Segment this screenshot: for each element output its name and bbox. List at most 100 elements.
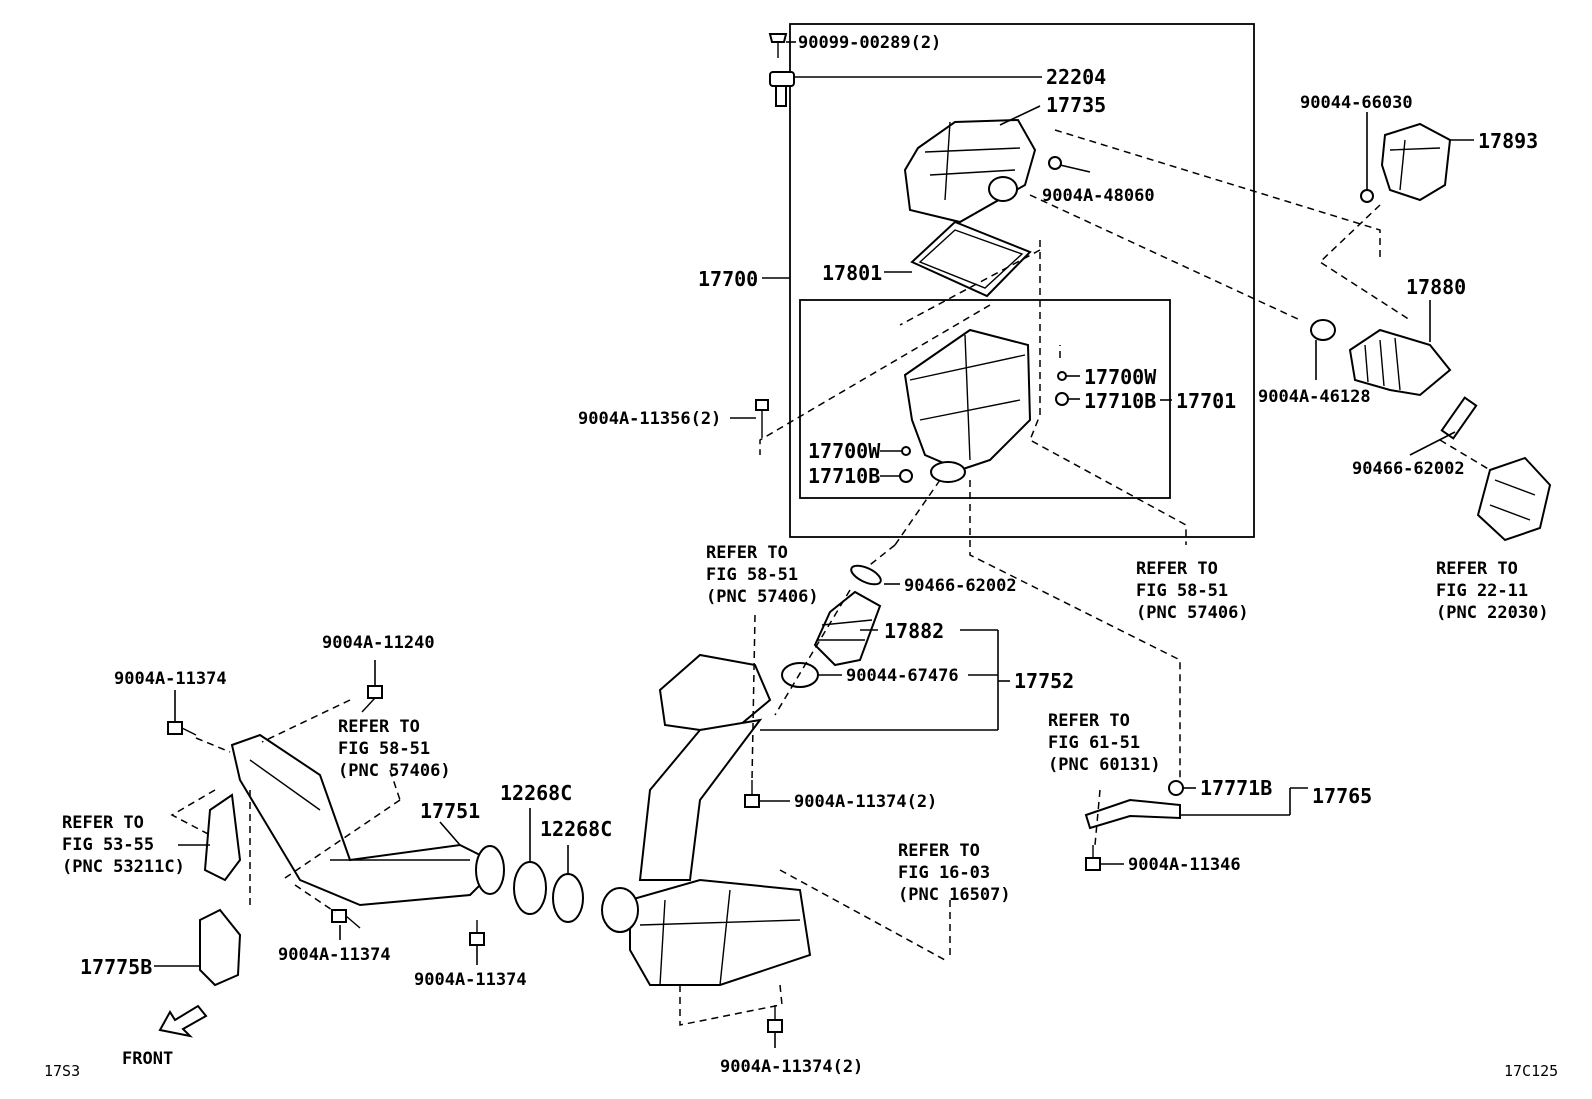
intake-hose-icon [813, 590, 882, 667]
label-90044-66030: 90044-66030 [1300, 93, 1413, 113]
svg-text:REFER TO: REFER TO [1436, 559, 1518, 579]
label-17700W-left: 17700W [808, 439, 881, 463]
label-17893: 17893 [1478, 129, 1538, 153]
air-cleaner-case-icon [903, 328, 1032, 483]
intake-pipe-icon [230, 733, 505, 907]
label-9004A-11374-2-center: 9004A-11374(2) [794, 792, 937, 812]
label-17710B-right: 17710B [1084, 389, 1156, 413]
air-cleaner-cap-icon [903, 118, 1037, 224]
bracket-icon [199, 908, 242, 987]
label-90466-62002-center: 90466-62002 [904, 576, 1017, 596]
grommet-icon [899, 469, 913, 483]
screw-icon [768, 33, 788, 58]
refer-note-3: REFER TO FIG 22-11 (PNC 22030) [1436, 559, 1549, 623]
svg-text:REFER TO: REFER TO [338, 717, 420, 737]
corner-code-left: 17S3 [44, 1062, 80, 1080]
label-17751: 17751 [420, 799, 480, 823]
front-arrow-icon [158, 1004, 208, 1038]
svg-text:FIG 58-51: FIG 58-51 [338, 739, 430, 759]
label-22204: 22204 [1046, 65, 1106, 89]
svg-text:(PNC 57406): (PNC 57406) [706, 587, 819, 607]
label-17765: 17765 [1312, 784, 1372, 808]
refer-note-1: REFER TO FIG 58-51 (PNC 57406) [706, 543, 819, 607]
bolt-icon [469, 920, 485, 946]
bolt-icon [331, 909, 361, 929]
label-9004A-46128: 9004A-46128 [1258, 387, 1371, 407]
refer-note-5: REFER TO FIG 61-51 (PNC 60131) [1048, 711, 1161, 775]
hose-clamp-icon [1310, 319, 1336, 341]
refer-note-6: REFER TO FIG 53-55 (PNC 53211C) [62, 813, 185, 877]
svg-text:REFER TO: REFER TO [1048, 711, 1130, 731]
svg-text:FIG 16-03: FIG 16-03 [898, 863, 990, 883]
svg-text:FIG 61-51: FIG 61-51 [1048, 733, 1140, 753]
label-9004A-11346: 9004A-11346 [1128, 855, 1241, 875]
refer-note-4: REFER TO FIG 58-51 (PNC 57406) [338, 717, 451, 781]
svg-text:(PNC 57406): (PNC 57406) [338, 761, 451, 781]
alignment-lines [170, 129, 1491, 1026]
gasket-icon [850, 564, 882, 586]
bolt-icon [1085, 845, 1101, 871]
intake-hose-icon [1348, 328, 1452, 397]
hose-clamp-icon [552, 873, 584, 923]
label-90466-62002-right: 90466-62002 [1352, 459, 1465, 479]
label-9004A-11374-lower: 9004A-11374 [278, 945, 391, 965]
hose-clamp-icon [513, 861, 547, 915]
svg-text:REFER TO: REFER TO [1136, 559, 1218, 579]
label-17700: 17700 [698, 267, 758, 291]
svg-text:FIG 58-51: FIG 58-51 [1136, 581, 1228, 601]
label-17880: 17880 [1406, 275, 1466, 299]
label-12268C-right: 12268C [540, 817, 612, 841]
bracket-icon [1084, 798, 1181, 830]
bolt-icon [767, 1005, 783, 1033]
refer-note-2: REFER TO FIG 58-51 (PNC 57406) [1136, 559, 1249, 623]
label-90044-67476: 90044-67476 [846, 666, 959, 686]
label-9004A-11356: 9004A-11356(2) [578, 409, 721, 429]
svg-text:(PNC 57406): (PNC 57406) [1136, 603, 1249, 623]
cover-icon [1380, 122, 1452, 202]
intake-duct-icon [601, 653, 812, 986]
air-filter-element-icon [910, 220, 1032, 298]
bolt-icon [167, 721, 197, 736]
corner-code-right: 17C125 [1504, 1062, 1558, 1080]
svg-text:FIG 53-55: FIG 53-55 [62, 835, 154, 855]
grommet-icon [901, 446, 911, 456]
label-9004A-11374-bottom: 9004A-11374 [414, 970, 527, 990]
label-9004A-11374-2-bottom: 9004A-11374(2) [720, 1057, 863, 1077]
bracket-icon [203, 793, 242, 882]
bolt-icon [361, 685, 383, 713]
svg-text:REFER TO: REFER TO [706, 543, 788, 563]
label-17882: 17882 [884, 619, 944, 643]
assembly-box-17701 [799, 299, 1171, 499]
label-17701: 17701 [1176, 389, 1236, 413]
label-17775B: 17775B [80, 955, 152, 979]
svg-text:REFER TO: REFER TO [62, 813, 144, 833]
label-9004A-48060: 9004A-48060 [1042, 186, 1155, 206]
gasket-icon [1440, 396, 1478, 440]
hose-clamp-icon [781, 662, 819, 688]
grommet-icon [1168, 780, 1184, 796]
svg-text:FIG 22-11: FIG 22-11 [1436, 581, 1528, 601]
svg-text:(PNC 16507): (PNC 16507) [898, 885, 1011, 905]
label-17735: 17735 [1046, 93, 1106, 117]
label-90099-00289: 90099-00289(2) [798, 33, 941, 53]
grommet-icon [1055, 392, 1069, 406]
svg-text:REFER TO: REFER TO [898, 841, 980, 861]
grommet-icon [1057, 371, 1067, 381]
label-17752: 17752 [1014, 669, 1074, 693]
grommet-icon [1048, 156, 1062, 170]
label-17801: 17801 [822, 261, 882, 285]
throttle-body-icon [1476, 456, 1552, 542]
label-9004A-11240: 9004A-11240 [322, 633, 435, 653]
label-17771B: 17771B [1200, 776, 1272, 800]
label-12268C-left: 12268C [500, 781, 572, 805]
label-17700W-right: 17700W [1084, 365, 1157, 389]
front-label: FRONT [122, 1049, 173, 1069]
mass-air-flow-sensor-icon [769, 71, 795, 107]
svg-text:(PNC 53211C): (PNC 53211C) [62, 857, 185, 877]
svg-text:FIG 58-51: FIG 58-51 [706, 565, 798, 585]
bolt-icon [755, 399, 769, 438]
bolt-icon [744, 780, 760, 808]
screw-icon [1360, 189, 1374, 203]
svg-text:(PNC 60131): (PNC 60131) [1048, 755, 1161, 775]
